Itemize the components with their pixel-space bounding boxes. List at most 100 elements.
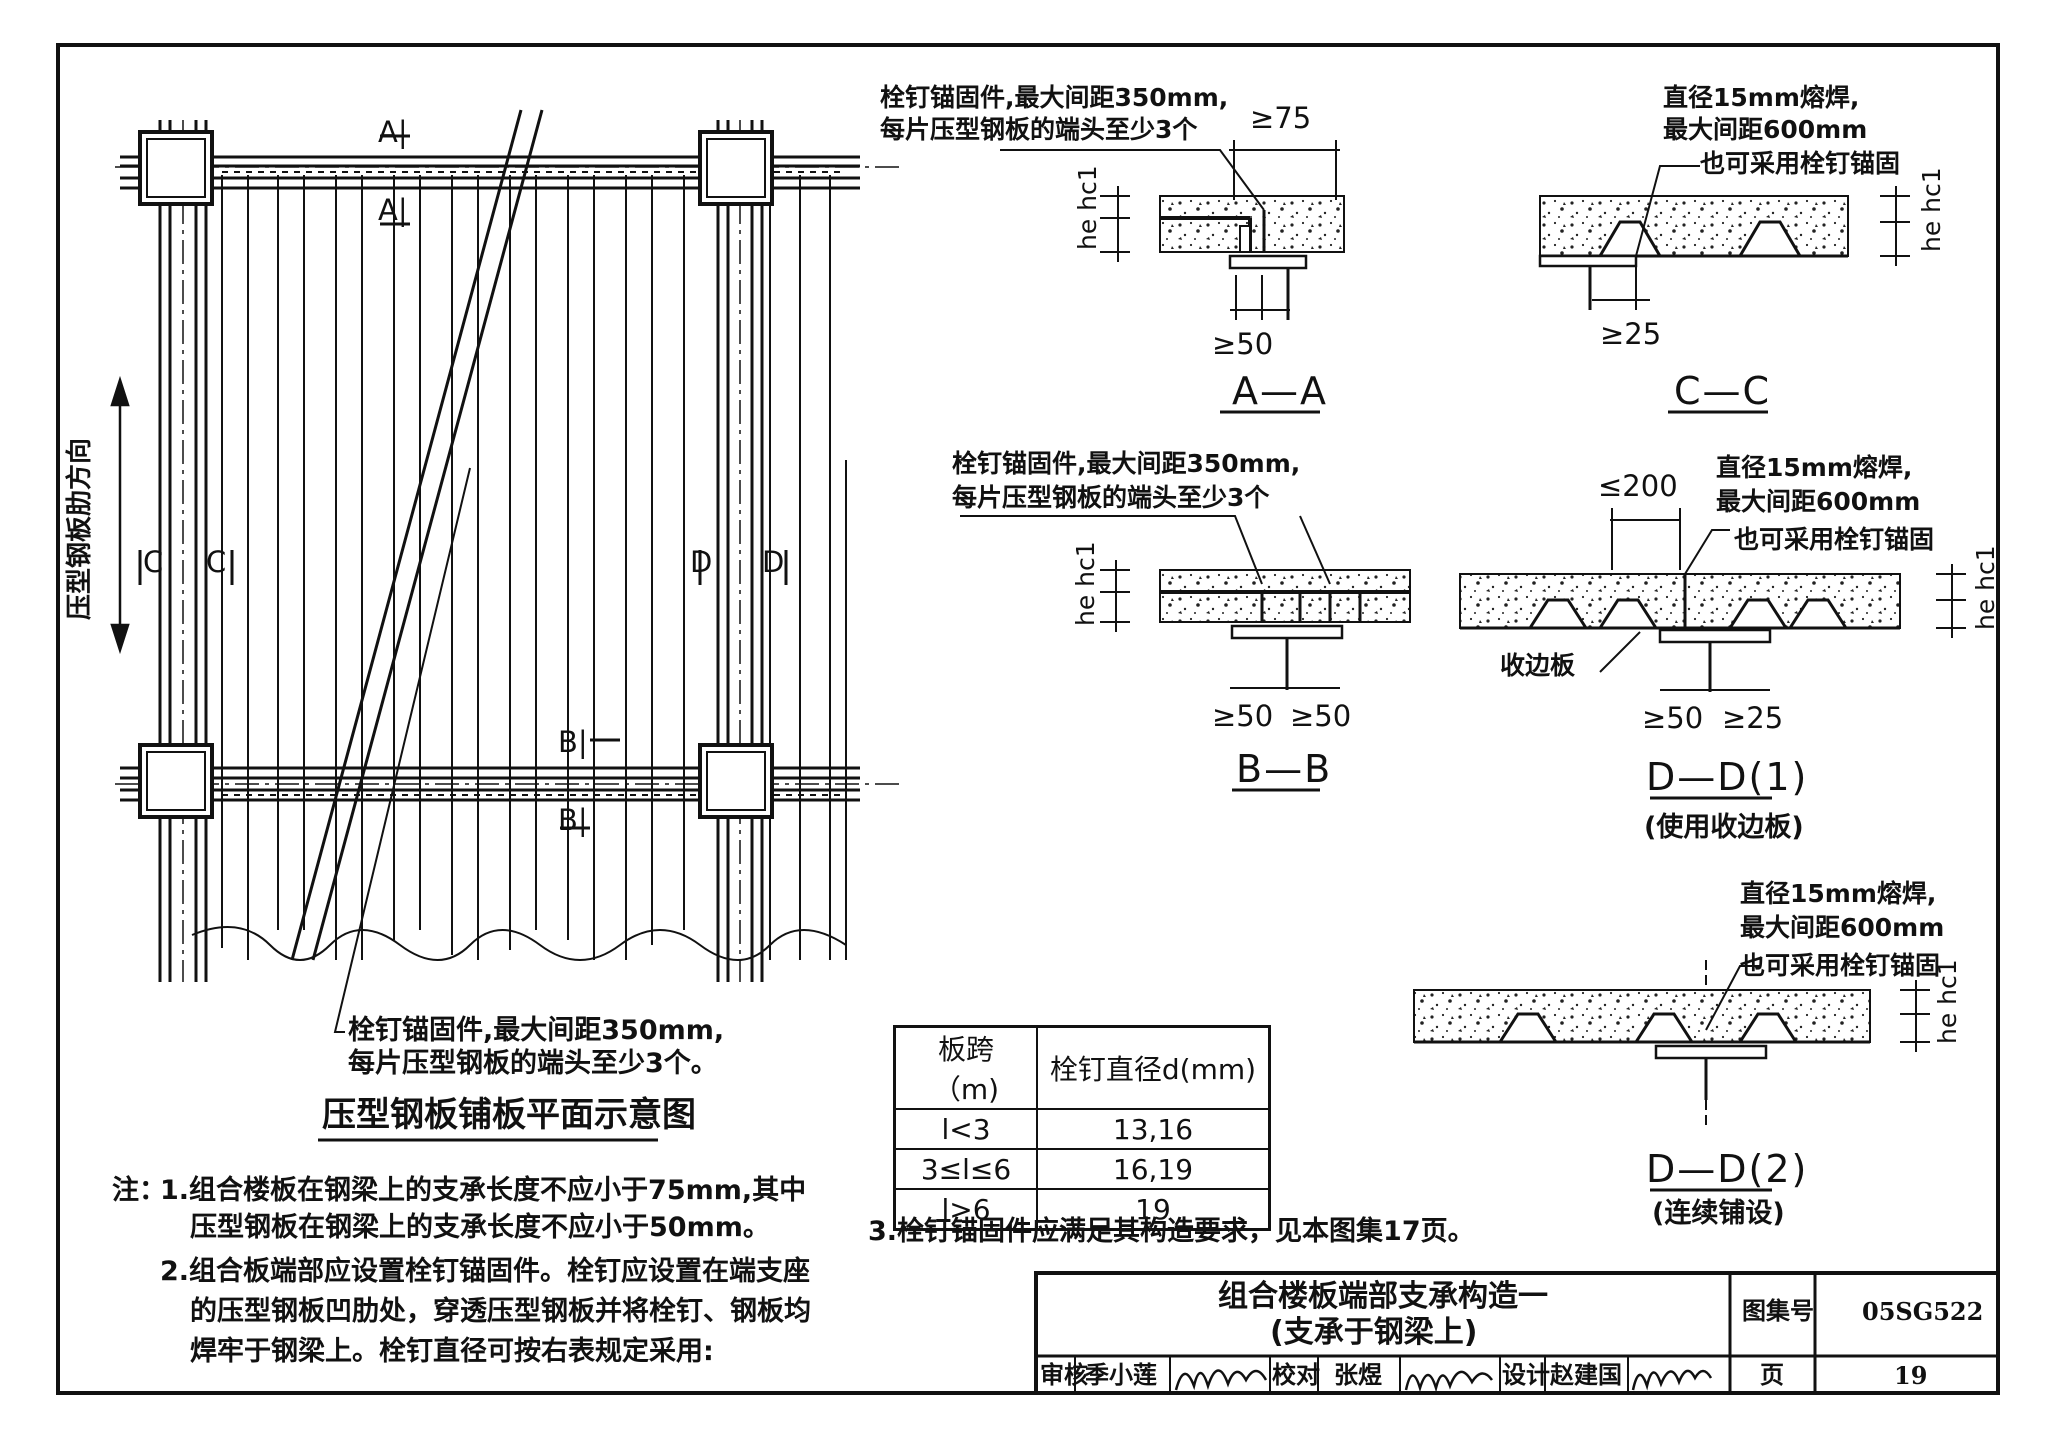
dd2-label: D—D(2)	[1646, 1147, 1809, 1191]
outer-frame	[56, 43, 2000, 1395]
aa-dim-bottom: ≥50	[1212, 327, 1274, 361]
beam-b	[115, 766, 900, 802]
table-row: l>6 19	[893, 1188, 1271, 1231]
plan-note-leader	[333, 467, 471, 1033]
section-mark-b-bottom: B|	[558, 803, 588, 837]
cc-he-hc1: he hc1	[1917, 167, 1946, 252]
dd2-note-2: 最大间距600mm	[1740, 913, 1945, 942]
cc-label: C—C	[1674, 369, 1772, 413]
section-cuts	[138, 134, 788, 830]
column-boxes	[138, 130, 774, 819]
aa-note-1: 栓钉锚固件,最大间距350mm,	[880, 83, 1229, 112]
section-dd2	[1413, 960, 1930, 1192]
drawing-title: 组合楼板端部支承构造一	[1218, 1279, 1548, 1314]
bb-label: B—B	[1236, 747, 1333, 791]
dd1-sublabel: (使用收边板)	[1644, 812, 1804, 843]
dd1-note-3: 也可采用栓钉锚固	[1734, 525, 1935, 554]
note-3: 3.栓钉锚固件应满足其构造要求，见本图集17页。	[868, 1216, 1475, 1247]
dd1-note-1: 直径15mm熔焊,	[1716, 453, 1913, 482]
design-label: 设计	[1502, 1361, 1550, 1389]
atlas-number: 05SG522	[1862, 1297, 1984, 1326]
note-1-line-1: 1.组合楼板在钢梁上的支承长度不应小于75mm,其中	[160, 1175, 807, 1206]
reviewer-name: 季小莲	[1085, 1361, 1157, 1389]
table-cell: 19	[1036, 1188, 1271, 1231]
plan-view	[110, 109, 900, 1033]
dd1-he-hc1: he hc1	[1971, 545, 2000, 630]
stud-diameter-table: 板跨（m) 栓钉直径d(mm) l<3 13,16 3≤l≤6 16,19 l>…	[893, 1025, 1271, 1231]
rib-direction-label: 压型钢板肋方向	[65, 437, 95, 620]
table-cell: 13,16	[1036, 1108, 1271, 1150]
title-block	[1034, 1271, 2000, 1395]
review-label: 审核	[1040, 1361, 1088, 1389]
plan-anchor-note-1: 栓钉锚固件,最大间距350mm,	[348, 1015, 725, 1046]
table-cell: l>6	[893, 1188, 1038, 1231]
dd2-he-hc1: he hc1	[1933, 959, 1962, 1044]
plan-title: 压型钢板铺板平面示意图	[322, 1095, 696, 1135]
beam-c	[158, 120, 208, 982]
plan-anchor-note-2: 每片压型钢板的端头至少3个。	[348, 1048, 718, 1079]
checker-name: 张煜	[1334, 1361, 1382, 1389]
bb-dim-left: ≥50	[1212, 699, 1274, 733]
drawing-subtitle: (支承于钢梁上)	[1270, 1315, 1478, 1350]
aa-note-2: 每片压型钢板的端头至少3个	[880, 115, 1198, 144]
cc-note-3: 也可采用栓钉锚固	[1700, 149, 1901, 178]
page-label: 页	[1760, 1361, 1784, 1389]
bb-note-2: 每片压型钢板的端头至少3个	[952, 483, 1270, 512]
diagonal-strip-1	[290, 109, 523, 961]
dd1-dim-top: ≤200	[1598, 469, 1678, 503]
aa-he-hc1: he hc1	[1073, 165, 1102, 250]
atlas-label: 图集号	[1742, 1297, 1814, 1325]
dd2-note-3: 也可采用栓钉锚固	[1740, 951, 1941, 980]
table-cell: 16,19	[1036, 1148, 1271, 1190]
section-mark-a-bottom: A|	[378, 193, 408, 227]
aa-label: A—A	[1232, 369, 1328, 413]
dd1-dim-left: ≥50	[1642, 701, 1704, 735]
cc-note-2: 最大间距600mm	[1663, 115, 1868, 144]
note-2-line-1: 2.组合板端部应设置栓钉锚固件。栓钉应设置在端支座	[160, 1256, 811, 1287]
cc-dim-bottom: ≥25	[1600, 317, 1662, 351]
check-label: 校对	[1272, 1361, 1320, 1389]
section-mark-c-left: C	[143, 545, 164, 579]
cc-note-1: 直径15mm熔焊,	[1663, 83, 1860, 112]
section-cc	[1538, 165, 1910, 414]
table-cell: l<3	[893, 1108, 1038, 1150]
bb-dim-right: ≥50	[1290, 699, 1352, 733]
section-bb	[960, 515, 1411, 792]
section-mark-d-left: D	[690, 545, 713, 579]
aa-dim-top: ≥75	[1250, 101, 1312, 135]
section-dd1	[1459, 508, 1966, 800]
designer-name: 赵建国	[1550, 1361, 1622, 1389]
page-number: 19	[1894, 1361, 1928, 1390]
section-mark-d-right: D	[762, 545, 785, 579]
signature-reviewer	[1174, 1369, 1268, 1391]
section-mark-b-top: B|	[558, 725, 588, 759]
dd1-edge-plate: 收边板	[1500, 651, 1576, 680]
deck-panels	[221, 175, 847, 960]
notes-prefix: 注：	[112, 1175, 166, 1206]
dd2-note-1: 直径15mm熔焊,	[1740, 879, 1937, 908]
signature-designer	[1631, 1369, 1713, 1391]
diagonal-strip-2	[311, 109, 544, 961]
bb-note-1: 栓钉锚固件,最大间距350mm,	[952, 449, 1301, 478]
dd1-dim-right: ≥25	[1722, 701, 1784, 735]
section-mark-a-top: A|	[378, 115, 408, 149]
note-1-line-2: 压型钢板在钢梁上的支承长度不应小于50mm。	[190, 1212, 770, 1243]
dd1-label: D—D(1)	[1646, 755, 1809, 799]
note-2-line-3: 焊牢于钢梁上。栓钉直径可按右表规定采用:	[190, 1336, 714, 1367]
direction-arrow	[110, 375, 130, 655]
table-header: 栓钉直径d(mm)	[1036, 1025, 1271, 1110]
dd2-sublabel: (连续铺设)	[1652, 1198, 1785, 1229]
dd1-note-2: 最大间距600mm	[1716, 487, 1921, 516]
beam-d	[716, 120, 764, 982]
table-header-row: 板跨（m) 栓钉直径d(mm)	[893, 1025, 1271, 1110]
table-row: l<3 13,16	[893, 1108, 1271, 1150]
break-line	[191, 926, 847, 961]
table-header: 板跨（m)	[893, 1025, 1038, 1110]
table-row: 3≤l≤6 16,19	[893, 1148, 1271, 1190]
note-2-line-2: 的压型钢板凹肋处，穿透压型钢板并将栓钉、钢板均	[190, 1296, 811, 1327]
signature-checker	[1404, 1370, 1494, 1393]
section-aa	[1000, 140, 1345, 414]
bb-he-hc1: he hc1	[1071, 541, 1100, 626]
section-mark-c-right: C	[206, 545, 227, 579]
